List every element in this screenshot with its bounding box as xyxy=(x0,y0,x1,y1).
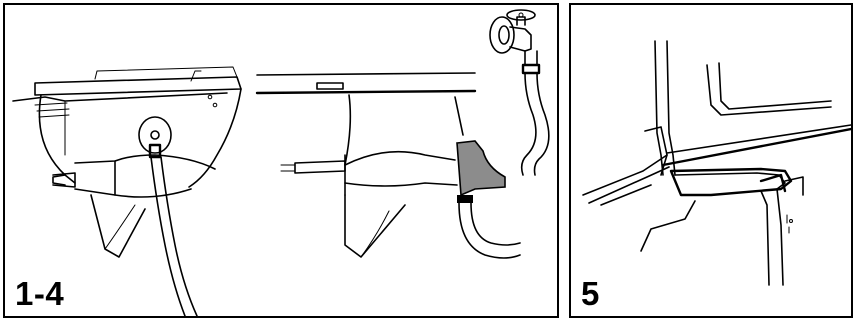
transom-and-well-outline xyxy=(583,41,851,285)
garden-hose-icon xyxy=(522,73,549,175)
side-flush-cup xyxy=(139,117,197,316)
step-label: 5 xyxy=(581,277,600,310)
flush-hose-illustration xyxy=(5,5,557,316)
flush-hose-figure-panel: 1-4 xyxy=(3,3,559,318)
garden-faucet-icon xyxy=(490,10,539,73)
engine-well-illustration xyxy=(571,5,851,316)
engine-well-figure-panel: 5 xyxy=(569,3,853,318)
step-label: 1-4 xyxy=(15,277,64,310)
left-outboard-gearcase xyxy=(13,67,241,257)
flushing-attachment xyxy=(457,141,520,258)
right-outboard-gearcase xyxy=(257,73,475,257)
